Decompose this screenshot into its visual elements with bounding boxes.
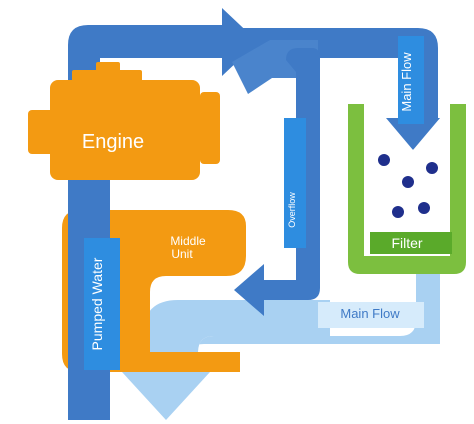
pumped-water-top-pipe: [68, 8, 258, 80]
main-flow-bottom-label: Main Flow: [340, 306, 400, 321]
main-flow-return-pipe-left: [143, 300, 330, 364]
pumped-water-label: Pumped Water: [89, 257, 105, 350]
filter-label: Filter: [391, 235, 422, 251]
middle-unit-label-line2: Unit: [171, 247, 193, 261]
main-flow-bottom-label-band: [318, 302, 424, 328]
filter-element: [370, 232, 452, 254]
main-flow-down-arrow-head: [386, 118, 440, 150]
overflow-pipe: [234, 48, 320, 316]
filter-particle-icon: [378, 154, 438, 218]
engine-label: Engine: [82, 131, 144, 153]
overflow-label-band: [284, 118, 306, 248]
main-flow-top-label: Main Flow: [399, 52, 414, 112]
pumped-water-label-band: [84, 238, 120, 370]
filter-container: [348, 104, 466, 274]
overflow-label: Overflow: [287, 192, 297, 228]
middle-unit-label-line1: Middle: [170, 234, 206, 248]
engine-icon: [28, 62, 220, 180]
main-flow-return-pipe: [122, 268, 440, 420]
main-flow-top-label-band: [398, 36, 424, 124]
